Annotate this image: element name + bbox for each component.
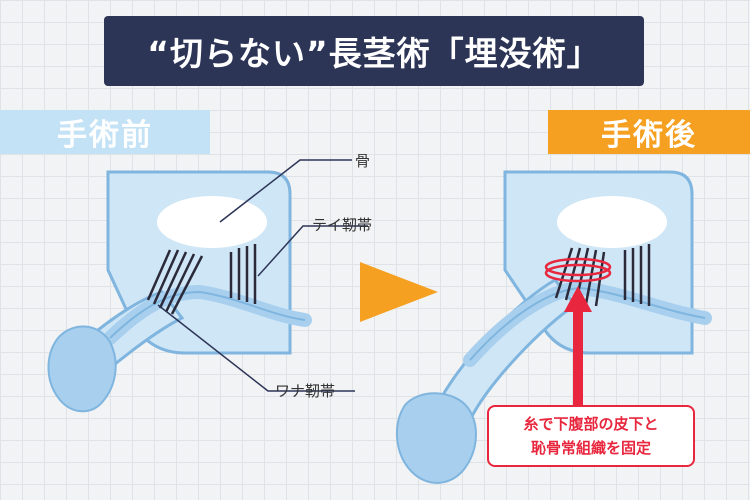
before-surgery-text: 手術前 [57, 118, 153, 153]
up-arrow-icon [564, 286, 592, 406]
fundiform-ligament-label: ワナ靭帯 [275, 382, 336, 400]
before-surgery-label: 手術前 [0, 110, 210, 154]
suture-note-line-1: 糸で下腹部の皮下と [523, 415, 659, 433]
after-surgery-label: 手術後 [548, 110, 750, 154]
suspensory-ligament-label: テイ靭帯 [312, 216, 373, 234]
before-glans [47, 325, 117, 413]
after-surgery-text: 手術後 [601, 118, 697, 153]
before-fundiform-ligament [146, 249, 204, 315]
suture-note: 糸で下腹部の皮下と 恥骨常組織を固定 [487, 405, 695, 467]
before-illustration [47, 159, 368, 413]
title-banner: “切らない”長茎術「埋没術」 [104, 16, 644, 86]
suture-ring [544, 257, 612, 283]
after-illustration [395, 170, 712, 484]
suture-note-line-2: 恥骨常組織を固定 [530, 439, 651, 457]
before-suspensory-ligament [229, 244, 257, 304]
before-leader-lines [157, 159, 368, 392]
after-glans [395, 392, 477, 484]
bone-label: 骨 [355, 152, 371, 170]
page-title: “切らない”長茎術「埋没術」 [147, 34, 601, 73]
after-bone [557, 196, 667, 248]
before-fundiform-band-edge [109, 290, 306, 339]
after-suspensory-ligament [623, 244, 651, 306]
play-arrow-icon [360, 262, 438, 322]
before-bone [157, 196, 267, 248]
